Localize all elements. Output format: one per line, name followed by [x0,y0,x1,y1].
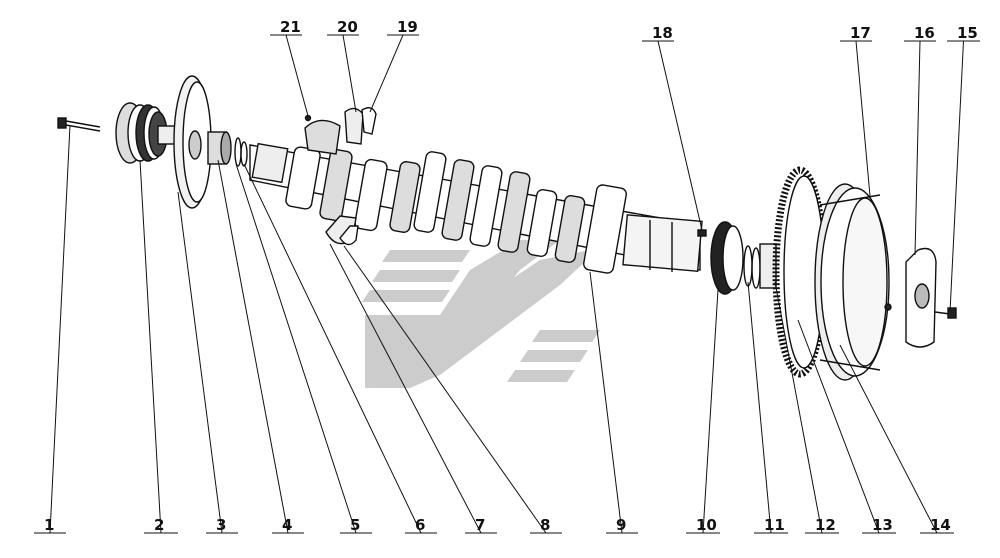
label-11: 11 [764,516,785,534]
rear-bolt [934,307,957,319]
label-8: 8 [540,516,550,534]
leader-line-18 [657,40,703,231]
rear-cover-plate [905,247,937,348]
label-2: 2 [154,516,164,534]
label-16: 16 [914,24,935,42]
upper-thrust-washers [344,107,377,145]
label-17: 17 [850,24,871,42]
leader-line-1 [49,124,71,534]
label-20: 20 [337,18,358,36]
label-10: 10 [696,516,717,534]
leader-line-20 [342,34,357,113]
leader-line-8 [343,245,547,534]
label-21: 21 [280,18,301,36]
label-5: 5 [350,516,360,534]
leader-line-10 [702,289,719,534]
flywheel [814,183,892,381]
label-14: 14 [930,516,951,534]
crankshaft-assembly [57,75,957,381]
label-4: 4 [282,516,292,534]
leader-line-21 [285,34,309,117]
lower-thrust-washers [325,215,359,246]
label-12: 12 [815,516,836,534]
leader-line-5 [235,163,357,534]
front-seal-ring [240,141,248,167]
label-18: 18 [652,24,673,42]
rear-seal-ring [751,247,761,289]
front-bolt [57,117,101,132]
crankshaft [249,142,703,274]
torsional-damper [173,75,212,209]
label-3: 3 [216,516,226,534]
label-9: 9 [616,516,626,534]
leader-line-13 [797,319,880,534]
leader-line-3 [177,191,223,534]
crankshaft-timing-gear [710,221,744,295]
leader-line-2 [139,159,162,534]
dowel-pin [304,114,312,122]
leader-line-11 [747,281,772,534]
label-6: 6 [415,516,425,534]
label-19: 19 [397,18,418,36]
leader-line-14 [839,344,938,534]
rear-sleeve [759,243,777,289]
leader-line-12 [774,281,823,534]
oil-slinger-ring [234,137,242,167]
leader-line-16 [914,40,921,256]
leader-line-19 [369,34,404,113]
label-15: 15 [957,24,978,42]
watermark-logo [362,240,600,388]
leader-lines [34,34,980,534]
crankshaft-pulley [115,102,179,164]
rear-spacer-ring [743,245,753,287]
label-7: 7 [475,516,485,534]
part-number-labels: 1 2 3 4 5 6 7 8 9 10 11 12 13 14 15 16 1… [44,18,978,534]
label-1: 1 [44,516,54,534]
leader-line-9 [589,271,623,534]
leader-line-15 [949,40,964,313]
main-bearing-upper [304,119,341,155]
front-sleeve [207,131,232,165]
leader-line-17 [855,40,871,197]
leader-line-4 [217,159,289,534]
leader-line-6 [243,163,422,534]
timing-gear-key [697,229,707,237]
label-13: 13 [872,516,893,534]
leader-line-7 [329,243,482,534]
